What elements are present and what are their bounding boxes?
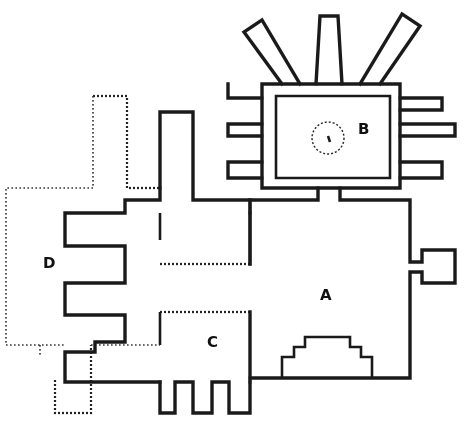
room-label-d: D xyxy=(43,254,55,272)
room-d-outline xyxy=(5,94,160,415)
room-label-b: B xyxy=(358,120,369,138)
room-a-walls xyxy=(248,186,457,380)
room-label-a: A xyxy=(320,286,332,304)
circle-feature xyxy=(311,121,345,155)
room-label-c: C xyxy=(207,333,218,351)
room-b-walls xyxy=(226,11,457,190)
